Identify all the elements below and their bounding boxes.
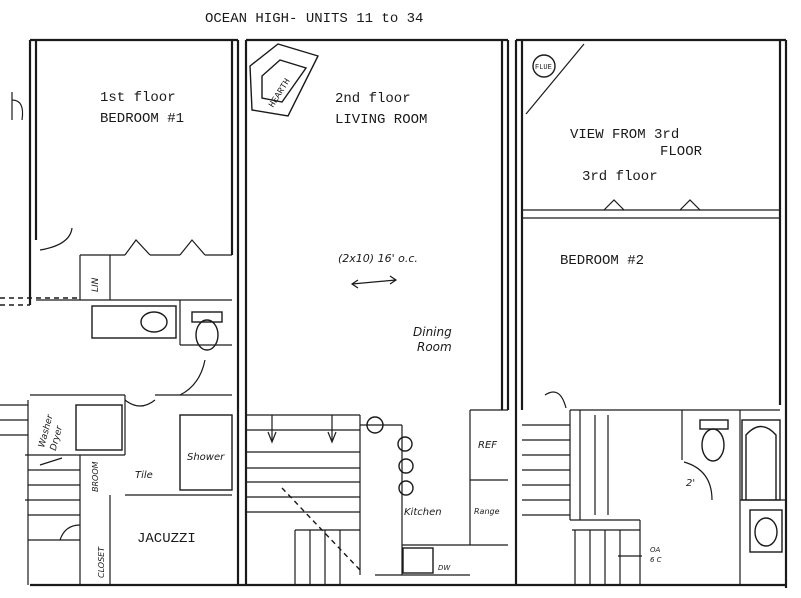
room-label-view-floor: FLOOR: [660, 144, 703, 160]
middle-stair-treads: [246, 415, 361, 585]
room-label-view-from-3rd: VIEW FROM 3rd: [570, 127, 679, 143]
room-label-2nd-floor: 2nd floor: [335, 91, 411, 107]
label-dishwasher: DW: [438, 564, 451, 572]
outer-walls: [30, 38, 788, 588]
room-label-jacuzzi: JACUZZI: [137, 531, 196, 547]
room-label-room: Room: [417, 340, 452, 354]
flue: [532, 54, 556, 78]
bath-1-fixtures: [75, 305, 233, 491]
label-broom-closet: BROOM: [91, 461, 100, 492]
label-shower: Shower: [187, 452, 225, 463]
third-floor-walls: [514, 40, 786, 585]
label-oa: OA: [650, 546, 661, 554]
label-closet: CLOSET: [97, 546, 106, 578]
label-joist-spacing: (2x10) 16' o.c.: [338, 252, 418, 265]
label-linen-closet: LIN: [91, 277, 101, 292]
hearth-fireplace: [249, 43, 319, 117]
kitchen-fixtures: [366, 416, 434, 574]
second-floor-walls: [244, 40, 510, 585]
label-two-feet: 2': [686, 478, 695, 489]
right-stair-treads: [522, 391, 642, 585]
room-label-1st-floor: 1st floor: [100, 90, 176, 106]
label-refrigerator: REF: [478, 440, 497, 451]
plan-title: OCEAN HIGH- UNITS 11 to 34: [205, 11, 423, 27]
room-label-dining: Dining: [413, 325, 452, 339]
label-oc: 6 C: [650, 556, 662, 564]
room-label-3rd-floor: 3rd floor: [582, 169, 658, 185]
room-label-bedroom-2: BEDROOM #2: [560, 253, 644, 269]
room-label-bedroom-1: BEDROOM #1: [100, 111, 184, 127]
label-washer-dryer: Washer Dryer: [37, 411, 68, 452]
door-swing-arcs: [11, 92, 206, 541]
view-window-markers: [525, 43, 701, 211]
first-floor-walls: [25, 40, 240, 585]
joist-arrow: [350, 275, 398, 289]
room-label-kitchen: Kitchen: [404, 507, 442, 518]
label-flue: FLUE: [535, 64, 552, 72]
room-label-living-room: LIVING ROOM: [335, 112, 427, 128]
label-range: Range: [474, 507, 500, 516]
bath-2-fixtures: [683, 419, 783, 553]
lower-level-dashed: [0, 297, 80, 306]
left-stair-treads: [0, 400, 80, 585]
label-tile: Tile: [135, 470, 153, 481]
